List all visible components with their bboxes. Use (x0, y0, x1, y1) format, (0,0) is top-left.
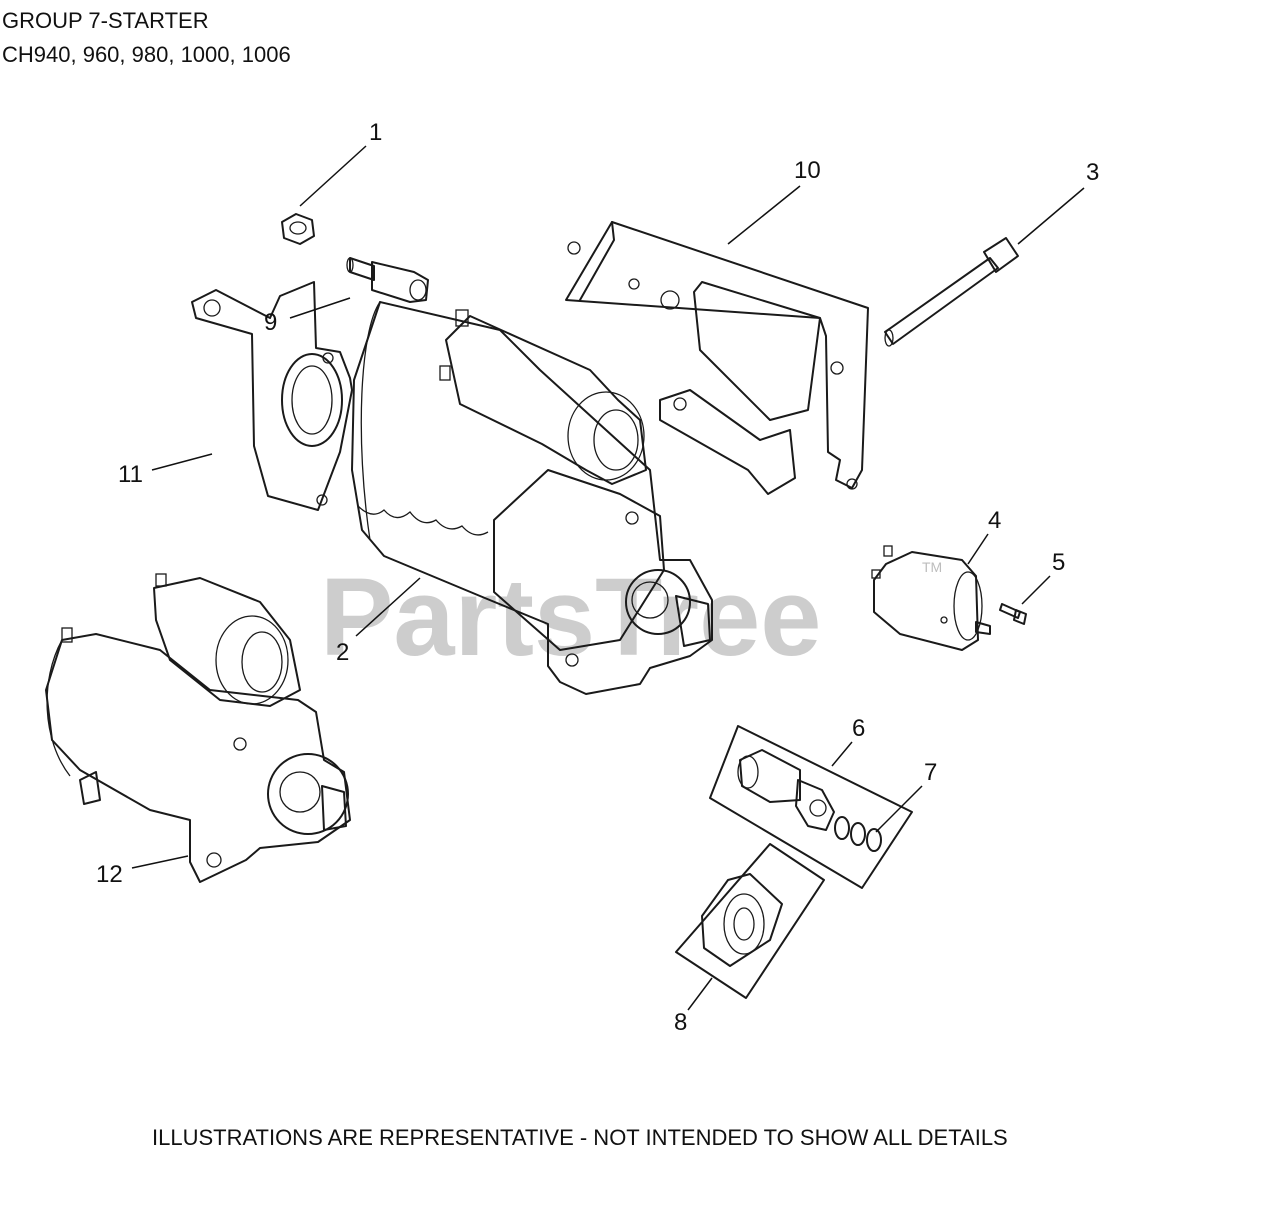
callout-7: 7 (924, 759, 937, 786)
leader-lines (131, 145, 1085, 1011)
part-12-starter-assembly[interactable] (45, 573, 351, 883)
disclaimer-note: ILLUSTRATIONS ARE REPRESENTATIVE - NOT I… (152, 1125, 1008, 1150)
callout-12: 12 (96, 861, 123, 888)
callout-9: 9 (264, 309, 277, 336)
watermark: PartsTree (320, 556, 821, 679)
callout-10: 10 (794, 157, 821, 184)
watermark-trademark: TM (922, 559, 942, 575)
part-9-spacer[interactable] (346, 257, 429, 303)
callout-6: 6 (852, 715, 865, 742)
part-3-bolt[interactable] (884, 237, 1019, 347)
callout-8: 8 (674, 1009, 687, 1036)
part-8-pinion-kit[interactable] (675, 843, 825, 999)
part-4-solenoid[interactable] (871, 545, 991, 651)
callout-2: 2 (336, 639, 349, 666)
part-5-screw[interactable] (999, 603, 1027, 625)
callout-4: 4 (988, 507, 1001, 534)
callout-1: 1 (369, 119, 382, 146)
part-10-bracket[interactable] (565, 221, 869, 495)
part-1-nut[interactable] (281, 213, 315, 245)
model-numbers: CH940, 960, 980, 1000, 1006 (2, 42, 291, 67)
diagram-title: GROUP 7-STARTER (2, 8, 209, 33)
callout-11: 11 (118, 461, 143, 488)
part-11-bracket-plate[interactable] (191, 281, 353, 511)
callout-5: 5 (1052, 549, 1065, 576)
callout-3: 3 (1086, 159, 1099, 186)
part-2-starter-motor[interactable] (351, 301, 713, 695)
part-6-7-drive-kit[interactable] (709, 725, 913, 889)
